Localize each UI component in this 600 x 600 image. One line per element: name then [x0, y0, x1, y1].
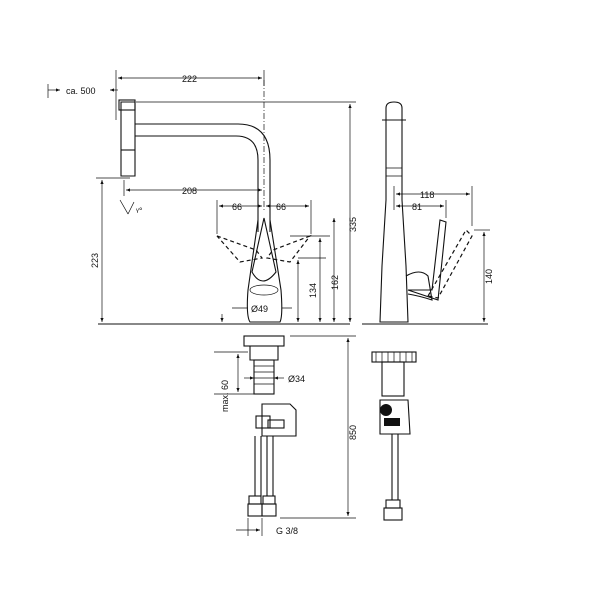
threaded-shank	[253, 359, 275, 395]
front-dimensions: ca. 500 222 208 ᵞ° 66 66 223 Ø49 134 162	[47, 70, 358, 536]
valve-box	[261, 403, 297, 437]
lever-swing-left	[216, 235, 264, 263]
spout-head	[120, 101, 136, 177]
dim-side-lever-height: 140	[484, 269, 494, 284]
lever-swing-right	[265, 234, 312, 263]
mounting-nut	[243, 335, 285, 347]
dim-hose-length: 850	[348, 425, 358, 440]
side-lever-swing	[427, 229, 473, 299]
dim-total-height: 335	[348, 217, 358, 232]
dim-shank-diameter: Ø34	[288, 374, 305, 384]
side-dimensions: 118 81 140	[393, 186, 494, 322]
dim-aerator-reach: 208	[182, 186, 197, 196]
dim-spout-reach: 222	[182, 74, 197, 84]
dim-hose-extension: ca. 500	[66, 86, 96, 96]
dim-connection-thread: G 3/8	[276, 526, 298, 536]
side-view	[362, 101, 488, 521]
side-shank	[381, 361, 405, 397]
side-valve-box	[379, 399, 411, 435]
lever	[251, 217, 277, 282]
dim-swing-left: 66	[232, 202, 242, 212]
dim-swing-right: 66	[276, 202, 286, 212]
dim-lever-height-low: 134	[308, 283, 318, 298]
dim-side-reach-inner: 81	[412, 202, 422, 212]
side-spout	[379, 101, 409, 323]
side-lever	[407, 219, 447, 301]
dim-base-diameter: Ø49	[251, 304, 268, 314]
spout-arm	[135, 123, 271, 232]
dim-lever-height-high: 162	[330, 275, 340, 290]
dim-max-thickness: max. 60	[220, 380, 230, 412]
faucet-body	[246, 219, 283, 323]
dim-side-reach-outer: 118	[420, 190, 434, 200]
supply-hoses	[254, 436, 274, 496]
dim-outlet-height: 223	[90, 253, 100, 268]
dim-angle: ᵞ°	[136, 206, 143, 216]
